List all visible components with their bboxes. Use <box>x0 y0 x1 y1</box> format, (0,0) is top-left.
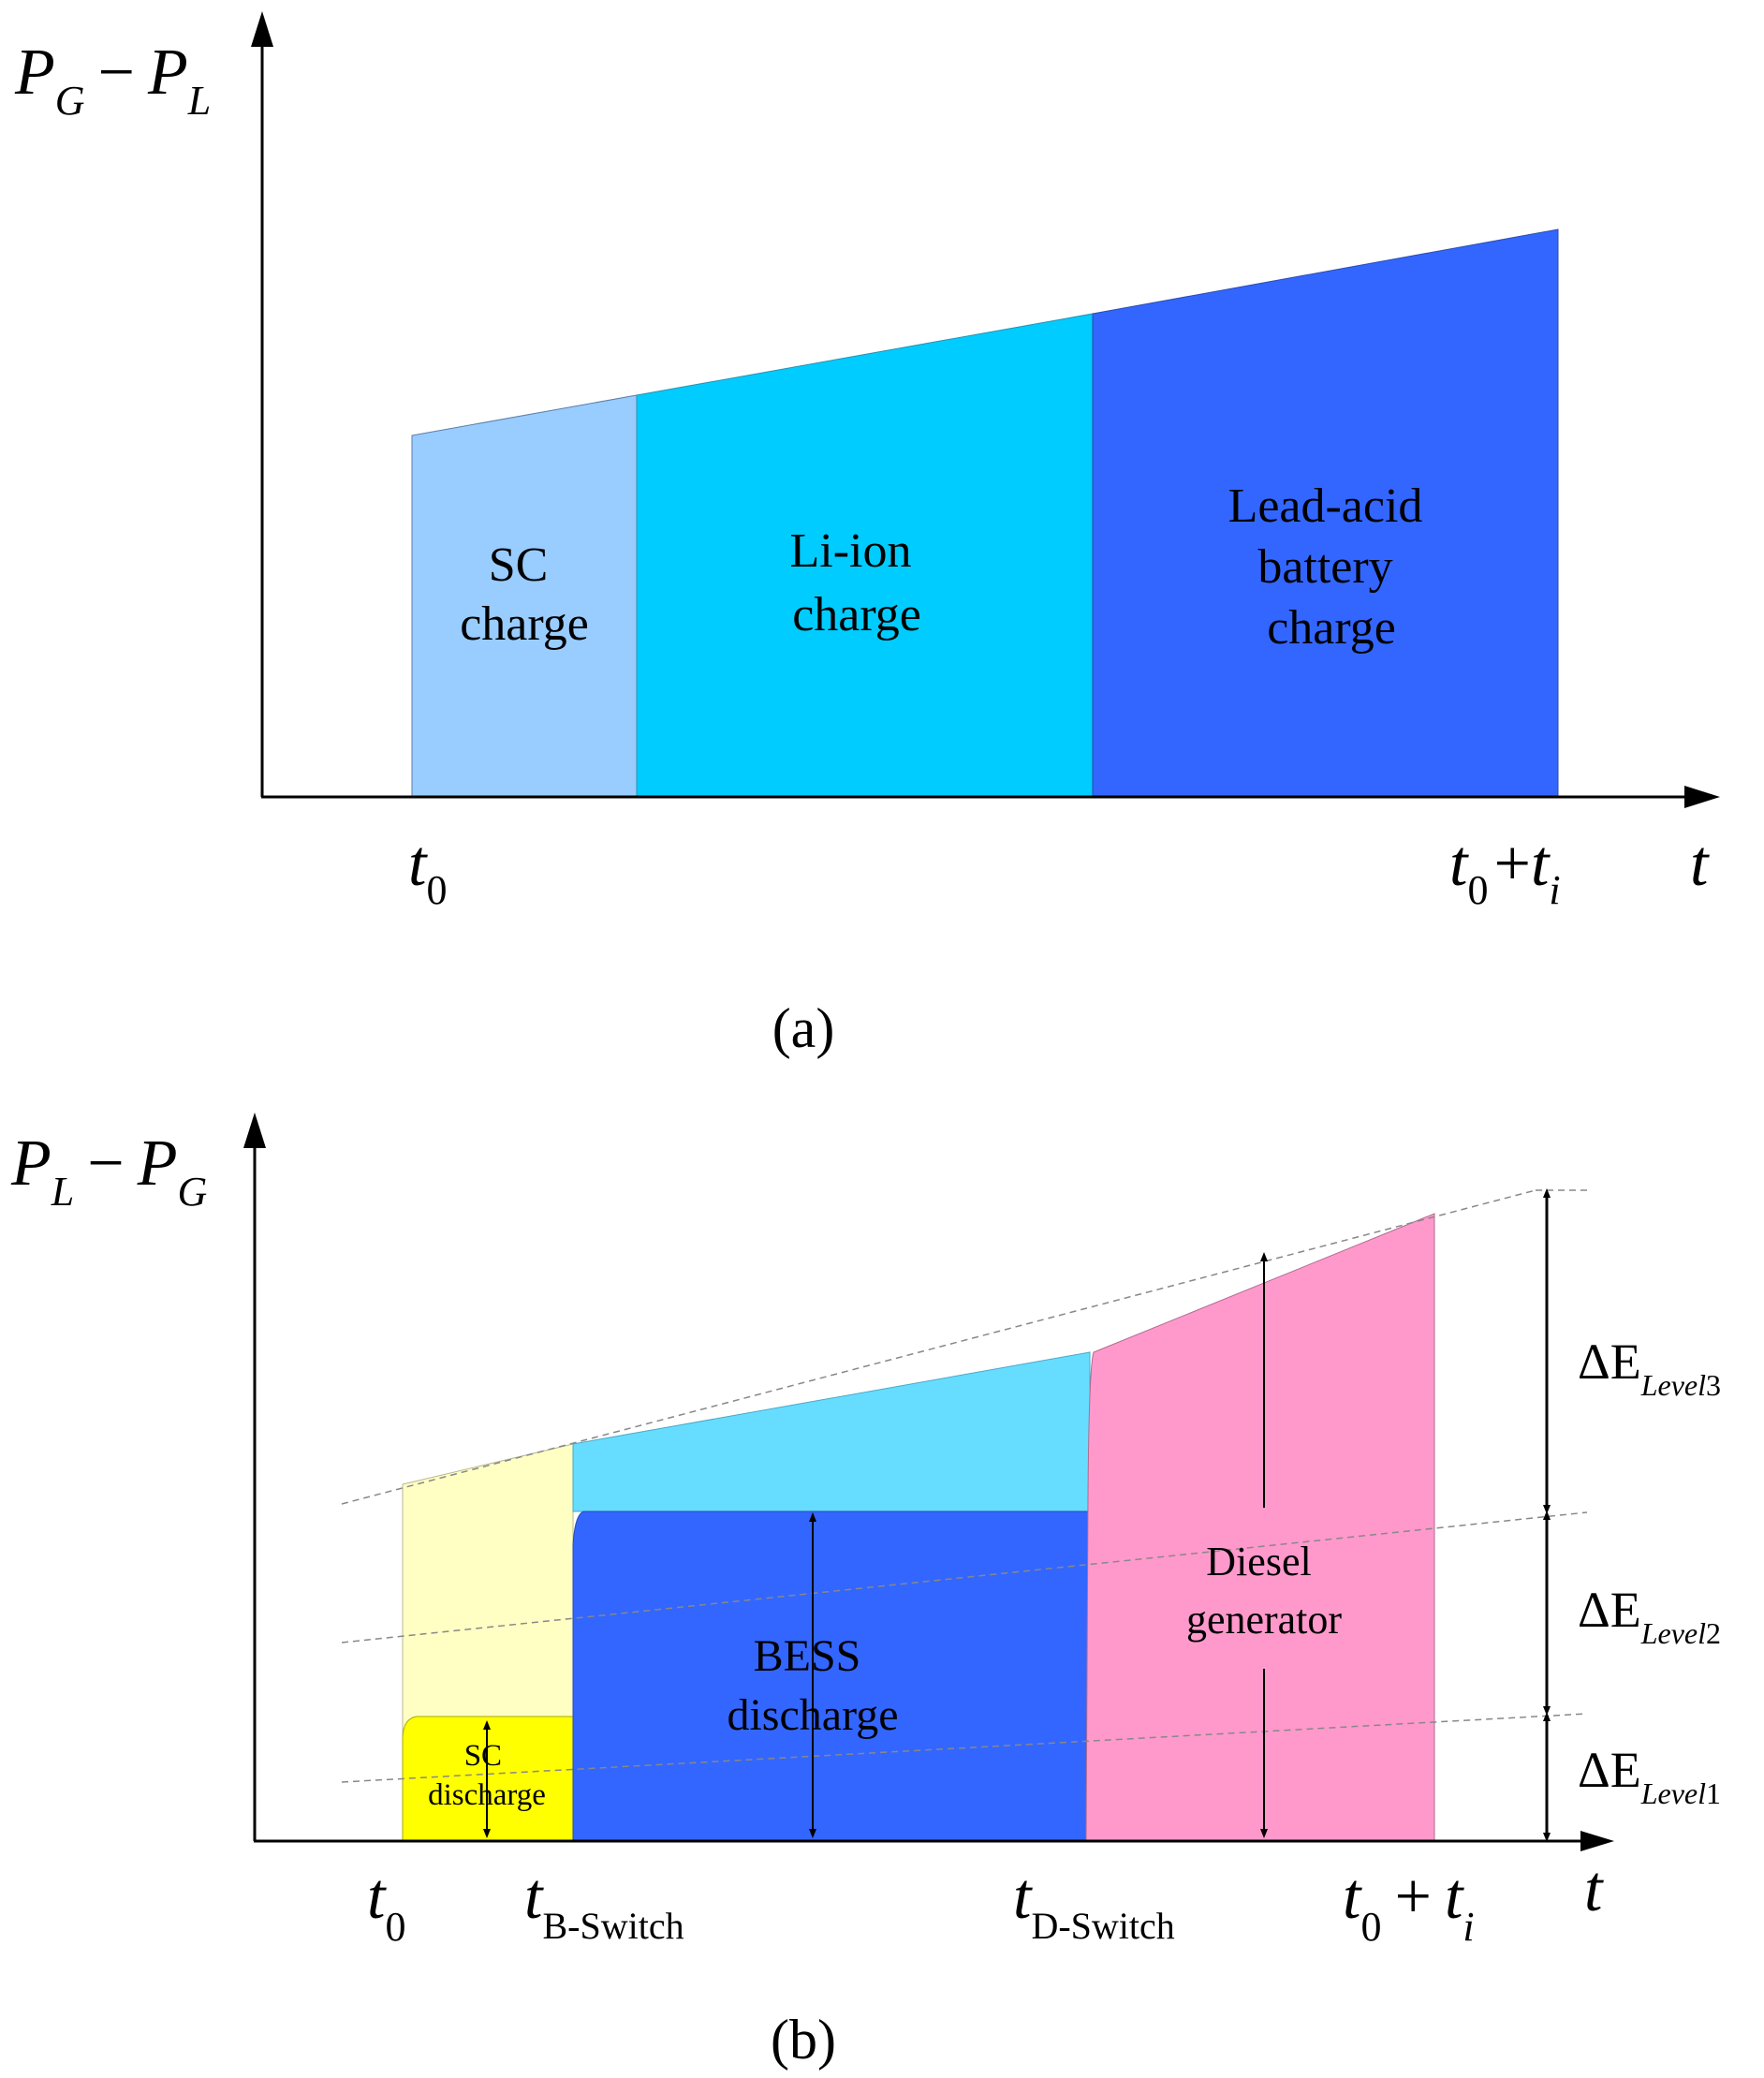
x-axis-b-arrowhead <box>1580 1831 1614 1851</box>
li-ion-charge-label: Li-ion charge <box>790 524 924 641</box>
tick-b-t0: t0 <box>367 1861 405 1950</box>
diesel-generator-label: Diesel generator <box>1186 1539 1342 1643</box>
level3-label: ΔELevel3 <box>1578 1334 1721 1402</box>
level-line-top <box>341 1189 1536 1505</box>
x-axis-a-arrowhead <box>1684 786 1720 808</box>
diesel-generator-region <box>1085 1213 1435 1841</box>
level1-label: ΔELevel1 <box>1578 1742 1721 1810</box>
sc-charge-region <box>411 394 638 797</box>
panel-b: SC discharge BESS discharge Diesel gener… <box>10 1113 1721 2071</box>
tick-a-t0-plus-ti: t0+ti <box>1449 828 1561 913</box>
x-axis-a-label: t <box>1690 828 1710 900</box>
sc-charge-label: SC charge <box>460 538 589 651</box>
level2-label: ΔELevel2 <box>1578 1582 1721 1650</box>
y-axis-b-label: PL−PG <box>10 1127 207 1215</box>
tick-b-b-switch: tB-Switch <box>524 1861 684 1947</box>
bess-discharge-region <box>572 1511 1089 1841</box>
x-axis-b-label: t <box>1584 1853 1604 1925</box>
panel-a: SC charge Li-ion charge Lead-acid batter… <box>14 11 1720 1059</box>
lead-acid-charge-label: Lead-acid battery charge <box>1228 479 1435 655</box>
bess-top-region <box>572 1351 1091 1512</box>
y-axis-b-arrowhead <box>243 1113 266 1148</box>
caption-a: (a) <box>772 997 835 1059</box>
y-axis-a-arrowhead <box>251 11 273 47</box>
tick-a-t0: t0 <box>408 828 447 913</box>
caption-b: (b) <box>771 2009 836 2071</box>
sc-discharge-label: SC discharge <box>428 1739 546 1812</box>
tick-b-d-switch: tD-Switch <box>1013 1861 1175 1947</box>
bess-discharge-label: BESS discharge <box>727 1631 898 1740</box>
tick-b-t0-plus-ti: t0+ti <box>1343 1861 1475 1950</box>
level-line-2 <box>341 1511 1588 1643</box>
level-line-1 <box>341 1713 1588 1783</box>
y-axis-a-label: PG−PL <box>14 37 211 124</box>
